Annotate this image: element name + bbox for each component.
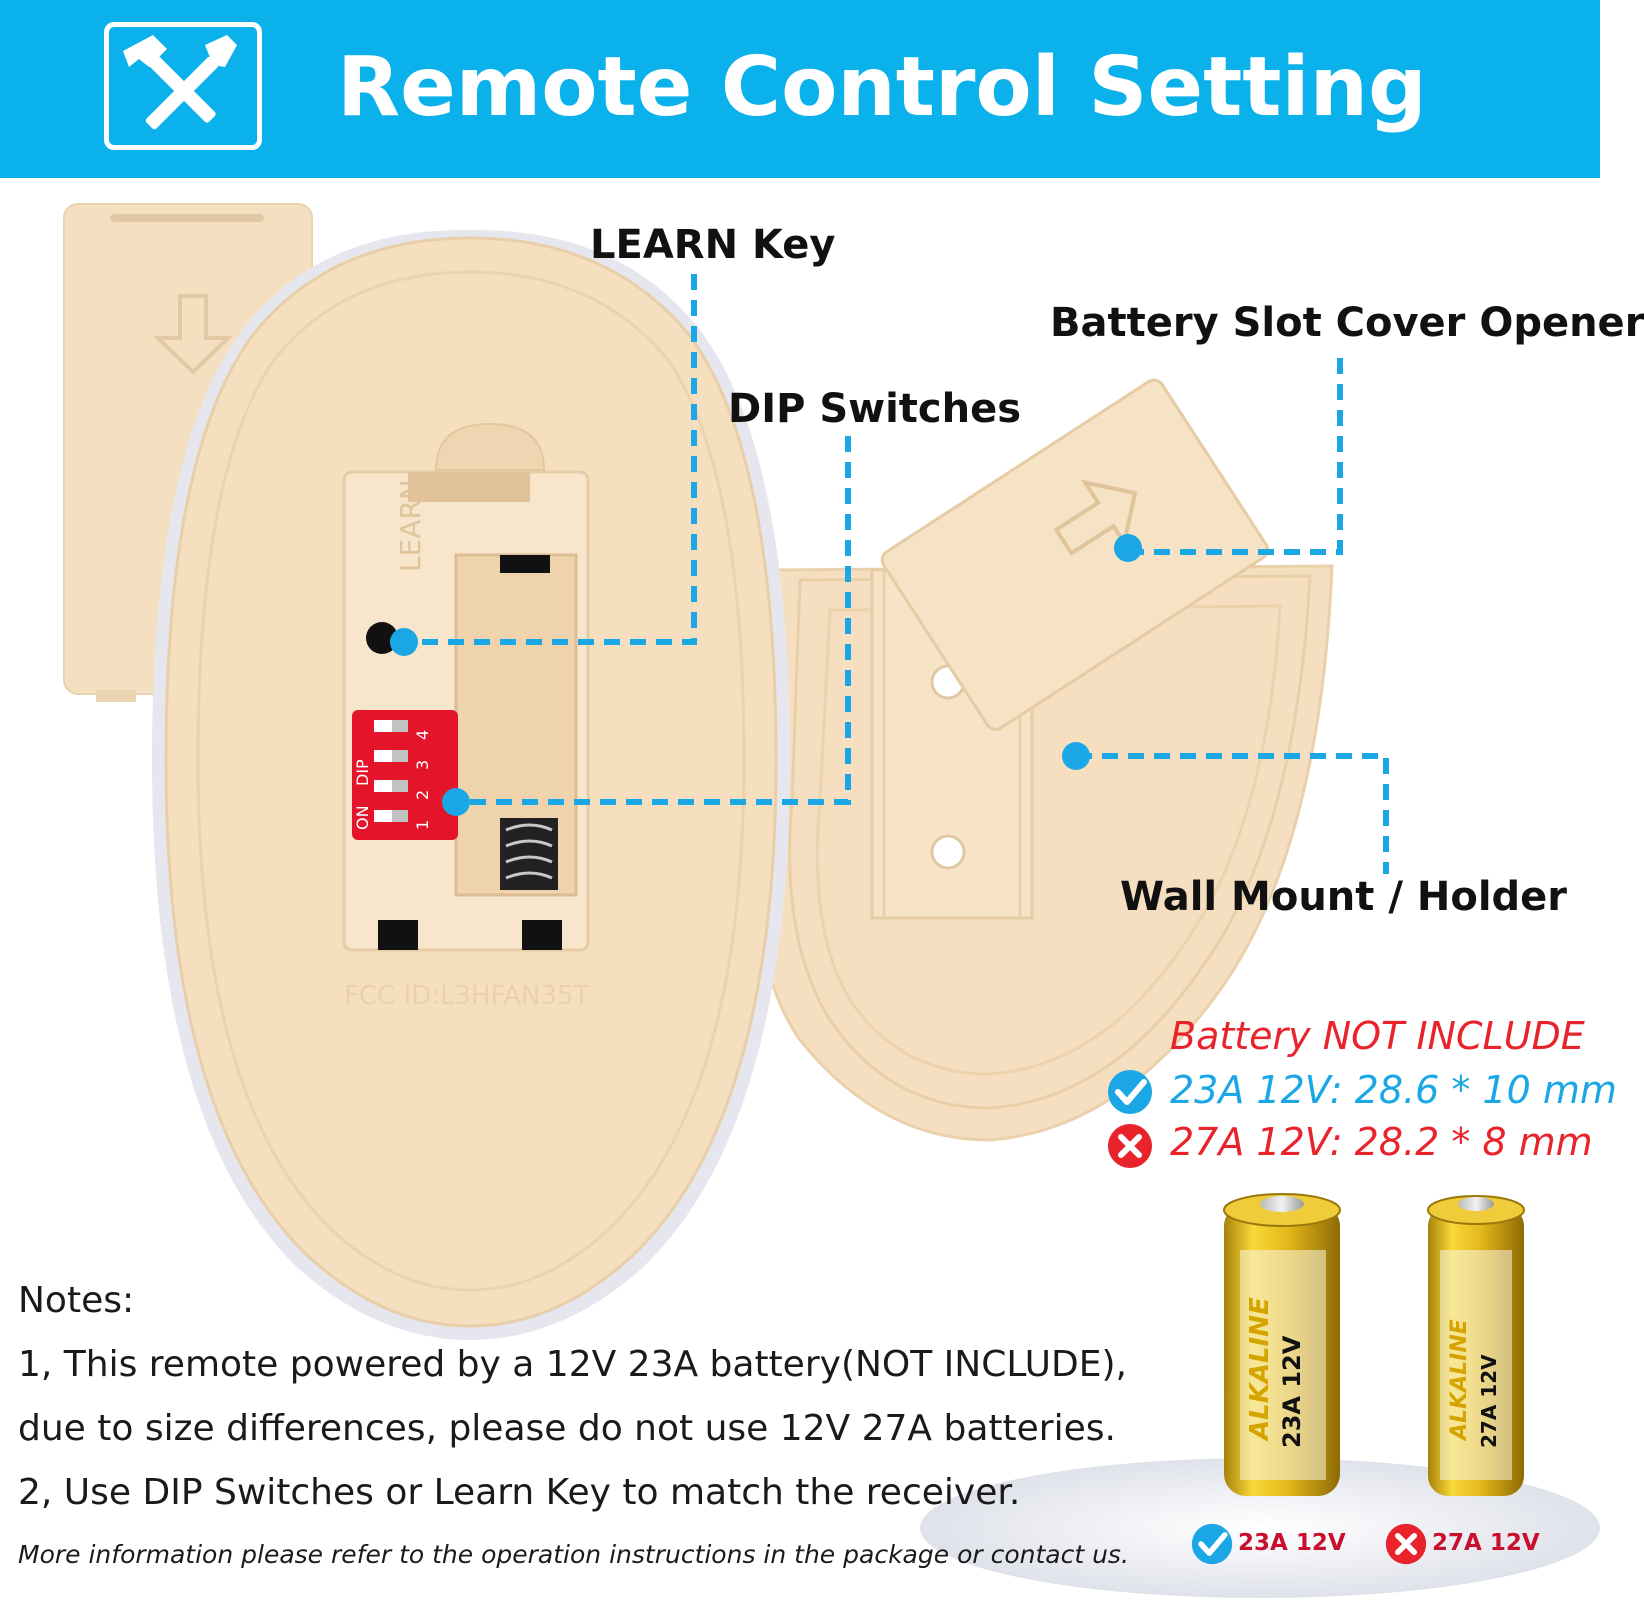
battery-slot-cover-opener xyxy=(880,378,1269,731)
notes-line-3: 2, Use DIP Switches or Learn Key to matc… xyxy=(18,1472,1021,1513)
cover-opener-leader xyxy=(1128,358,1343,555)
remote-fcc-print: FCC ID:L3HFAN35T xyxy=(344,981,589,1011)
cross-circle-icon xyxy=(1385,1523,1427,1565)
page-title: Remote Control Setting xyxy=(337,40,1427,135)
tools-icon xyxy=(104,22,262,150)
notes-footer: More information please refer to the ope… xyxy=(18,1540,1129,1569)
battery-not-included-note: Battery NOT INCLUDE xyxy=(1170,1014,1585,1058)
notes-line-2: due to size differences, please do not u… xyxy=(18,1408,1116,1449)
battery-27a xyxy=(1427,1195,1525,1496)
battery-ok-spec: 23A 12V: 28.6 * 10 mm xyxy=(1170,1068,1617,1112)
learn-key-leader xyxy=(404,274,697,645)
header-banner: Remote Control Setting xyxy=(0,0,1600,178)
battery-cover-opener-callout: Battery Slot Cover Opener xyxy=(1050,300,1644,346)
wall-mount-callout: Wall Mount / Holder xyxy=(1120,874,1568,920)
dip-num-4: 4 xyxy=(413,730,432,740)
battery-27a-model: 27A 12V xyxy=(1477,1354,1501,1448)
remote-learn-print: LEARN xyxy=(394,479,427,572)
notes-line-1: 1, This remote powered by a 12V 23A batt… xyxy=(18,1344,1127,1385)
battery-23a xyxy=(1223,1193,1341,1496)
check-circle-icon xyxy=(1108,1070,1152,1114)
dip-switches-callout: DIP Switches xyxy=(728,386,1022,432)
remote-dip-print: DIP xyxy=(353,759,372,786)
product-illustration: LEARN DIP ON 1 2 3 4 FCC ID:L3HFAN35T AL… xyxy=(63,203,1600,1598)
dip-switches-leader xyxy=(456,436,851,805)
cross-circle-icon xyxy=(1108,1124,1152,1168)
check-circle-icon xyxy=(1191,1523,1233,1565)
display-platform xyxy=(920,1458,1600,1598)
remote-body xyxy=(152,229,790,1340)
battery-27a-brand: ALKALINE xyxy=(1447,1319,1472,1442)
remote-on-print: ON xyxy=(353,805,372,830)
battery-23a-label: 23A 12V xyxy=(1238,1530,1346,1556)
battery-bad-spec: 27A 12V: 28.2 * 8 mm xyxy=(1170,1120,1593,1164)
battery-23a-model: 23A 12V xyxy=(1278,1335,1306,1448)
learn-key-callout: LEARN Key xyxy=(590,222,836,268)
dip-num-2: 2 xyxy=(413,790,432,800)
battery-23a-brand: ALKALINE xyxy=(1245,1297,1275,1442)
battery-27a-label: 27A 12V xyxy=(1432,1530,1540,1556)
notes-heading: Notes: xyxy=(18,1280,135,1321)
dip-num-1: 1 xyxy=(413,820,432,830)
dip-num-3: 3 xyxy=(413,760,432,770)
